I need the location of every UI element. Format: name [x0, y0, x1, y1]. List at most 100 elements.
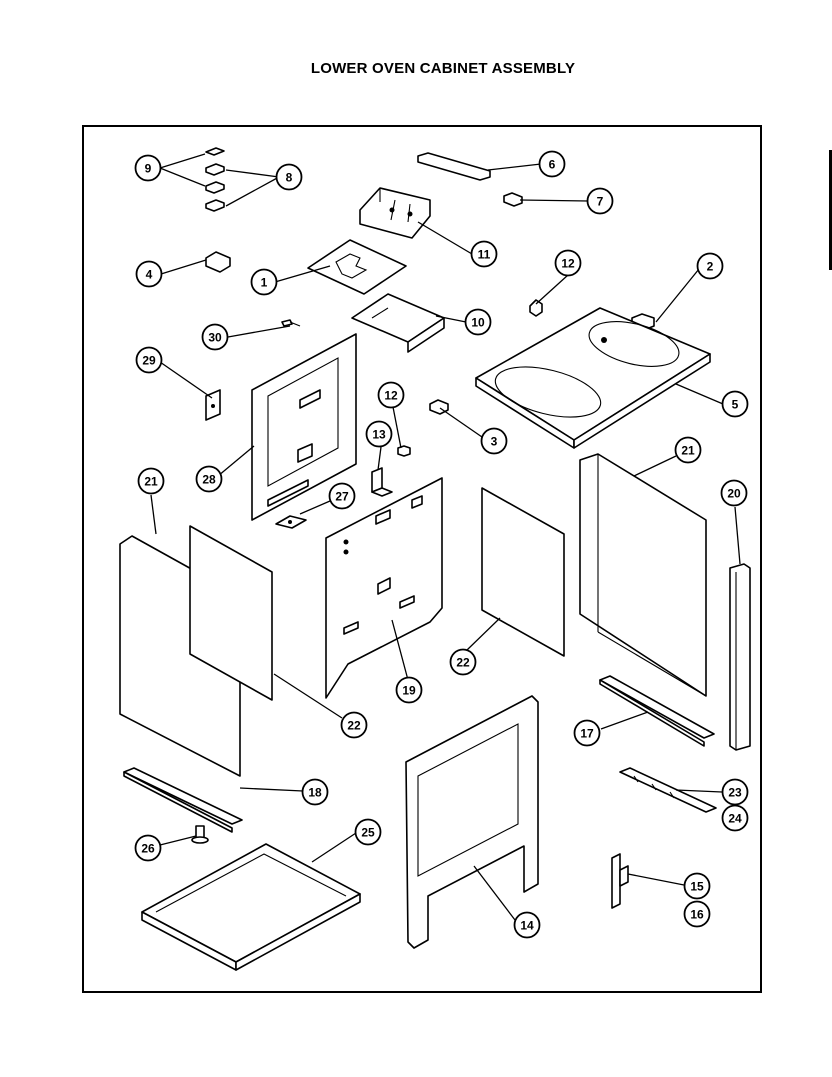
part-28-rear-panel [251, 333, 357, 521]
callout-number: 11 [478, 248, 491, 262]
callout-number: 15 [690, 880, 704, 894]
callout-circle [134, 154, 162, 182]
callout-circle [480, 427, 508, 455]
callout-18: 18 [301, 778, 329, 806]
callout-23: 23 [721, 778, 749, 806]
part-18-rail [123, 767, 243, 833]
callout-number: 26 [141, 842, 155, 856]
callout-number: 25 [361, 826, 375, 840]
part-23-24-bracket [619, 767, 717, 813]
callout-25: 25 [354, 818, 382, 846]
callout-circle [721, 804, 749, 832]
callout-11: 11 [470, 240, 498, 268]
callout-number: 5 [732, 398, 739, 412]
part-10-plate [351, 293, 445, 353]
callout-15: 15 [683, 872, 711, 900]
diagram-title: LOWER OVEN CABINET ASSEMBLY [310, 60, 576, 77]
callout-9: 9 [134, 154, 162, 182]
part-21-right-side [579, 453, 707, 697]
part-26-leveling-leg [191, 825, 209, 844]
part-15-16-hinge [611, 853, 629, 909]
part-17-rail [599, 675, 715, 747]
callout-circle [721, 390, 749, 418]
callout-17: 17 [573, 719, 601, 747]
callout-number: 22 [456, 656, 470, 670]
part-5-top-panel [475, 307, 711, 449]
callout-4: 4 [135, 260, 163, 288]
callout-number: 8 [286, 171, 293, 185]
callout-22b: 22 [449, 648, 477, 676]
callout-number: 1 [261, 276, 268, 290]
callout-circle [250, 268, 278, 296]
callout-number: 23 [728, 786, 742, 800]
callout-circle [328, 482, 356, 510]
callout-3: 3 [480, 427, 508, 455]
callout-number: 9 [145, 162, 152, 176]
part-27-clip [275, 515, 307, 529]
part-19-mid-panel [325, 477, 443, 699]
callout-circle [395, 676, 423, 704]
callout-number: 7 [597, 195, 604, 209]
callout-number: 4 [146, 268, 153, 282]
callout-number: 29 [142, 354, 156, 368]
callout-circle [135, 346, 163, 374]
callout-number: 12 [561, 257, 575, 271]
callout-28: 28 [195, 465, 223, 493]
callout-20: 20 [720, 479, 748, 507]
callout-26: 26 [134, 834, 162, 862]
callout-circle [201, 323, 229, 351]
part-25-drawer [141, 843, 361, 971]
part-12-clip-top [529, 299, 543, 317]
callout-2: 2 [696, 252, 724, 280]
callout-10: 10 [464, 308, 492, 336]
callout-circle [674, 436, 702, 464]
callout-circle [464, 308, 492, 336]
part-22-left-panel [189, 525, 273, 701]
callout-24: 24 [721, 804, 749, 832]
callout-number: 10 [471, 316, 485, 330]
callout-number: 19 [402, 684, 416, 698]
callout-circle [449, 648, 477, 676]
callout-7: 7 [586, 187, 614, 215]
callout-number: 22 [347, 719, 361, 733]
callout-19: 19 [395, 676, 423, 704]
part-7-block [503, 192, 523, 207]
part-22-center-panel [481, 487, 565, 657]
callout-group: 1234567891011121213141516171819202121222… [134, 150, 749, 939]
callout-29: 29 [135, 346, 163, 374]
part-20-right-strip [729, 563, 751, 751]
part-11-bracket [359, 187, 431, 239]
callout-30: 30 [201, 323, 229, 351]
callout-circle [134, 834, 162, 862]
callout-circle [354, 818, 382, 846]
callout-6: 6 [538, 150, 566, 178]
callout-circle [554, 249, 582, 277]
callout-circle [470, 240, 498, 268]
callout-21b: 21 [674, 436, 702, 464]
diagram-frame [82, 125, 762, 993]
part-clips-8-9 [205, 147, 225, 212]
callout-12a: 12 [554, 249, 582, 277]
callout-circle [275, 163, 303, 191]
callout-number: 13 [372, 428, 386, 442]
part-6-strip [417, 152, 491, 181]
callout-circle [340, 711, 368, 739]
callout-circle [365, 420, 393, 448]
part-30-screw [281, 319, 301, 327]
callout-21a: 21 [137, 467, 165, 495]
leader-lines [150, 153, 741, 921]
callout-1: 1 [250, 268, 278, 296]
callout-5: 5 [721, 390, 749, 418]
callout-circle [683, 900, 711, 928]
callout-number: 20 [727, 487, 741, 501]
callout-number: 14 [520, 919, 534, 933]
callout-number: 28 [202, 473, 216, 487]
part-13-bracket [371, 467, 393, 497]
part-12-clip-lower [397, 445, 411, 457]
part-1-plate [307, 239, 407, 295]
callout-circle [683, 872, 711, 900]
scan-edge-mark [829, 150, 832, 270]
callout-number: 30 [208, 331, 222, 345]
callout-12b: 12 [377, 381, 405, 409]
